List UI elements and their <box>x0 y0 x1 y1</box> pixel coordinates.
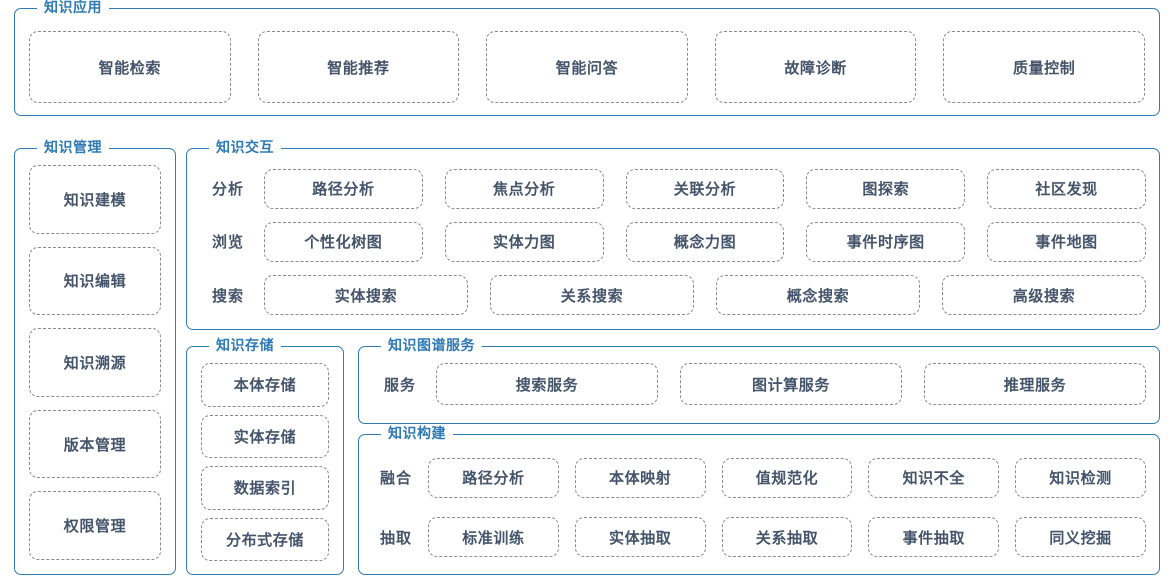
knowledge-interaction-item[interactable]: 实体搜索 <box>264 275 468 316</box>
knowledge-interaction-rows: 分析 路径分析焦点分析关联分析图探索社区发现浏览 个性化树图实体力图概念力图事件时序… <box>200 167 1146 317</box>
knowledge-interaction-row: 浏览 个性化树图实体力图概念力图事件时序图事件地图 <box>200 220 1146 263</box>
knowledge-graph-service-row: 服务 搜索服务图计算服务推理服务 <box>372 363 1146 405</box>
group-legend-knowledge-graph-service: 知识图谱服务 <box>381 336 482 354</box>
group-legend-knowledge-management: 知识管理 <box>37 138 109 156</box>
knowledge-interaction-row-items: 路径分析焦点分析关联分析图探索社区发现 <box>264 168 1146 209</box>
knowledge-application-item[interactable]: 智能推荐 <box>257 31 460 103</box>
knowledge-interaction-item[interactable]: 图探索 <box>806 168 966 209</box>
knowledge-interaction-item[interactable]: 高级搜索 <box>942 275 1146 316</box>
knowledge-interaction-item[interactable]: 事件地图 <box>987 221 1146 262</box>
knowledge-construction-item[interactable]: 本体映射 <box>574 457 706 498</box>
group-knowledge-graph-service: 知识图谱服务 服务 搜索服务图计算服务推理服务 <box>358 336 1160 424</box>
knowledge-interaction-item[interactable]: 概念搜索 <box>716 275 920 316</box>
group-legend-knowledge-construction: 知识构建 <box>381 424 453 442</box>
knowledge-interaction-item[interactable]: 概念力图 <box>625 221 785 262</box>
knowledge-interaction-row-items: 实体搜索关系搜索概念搜索高级搜索 <box>264 275 1146 316</box>
knowledge-construction-item[interactable]: 值规范化 <box>721 457 853 498</box>
knowledge-interaction-row-label: 浏览 <box>211 234 244 252</box>
knowledge-graph-service-row-label: 服务 <box>383 376 416 394</box>
knowledge-storage-item[interactable]: 实体存储 <box>201 414 329 458</box>
knowledge-interaction-row-label: 搜索 <box>211 287 244 305</box>
group-legend-knowledge-storage: 知识存储 <box>209 336 281 354</box>
knowledge-storage-item[interactable]: 数据索引 <box>201 466 329 510</box>
knowledge-storage-items: 本体存储实体存储数据索引分布式存储 <box>201 363 329 561</box>
knowledge-interaction-row-label: 分析 <box>211 181 244 199</box>
knowledge-construction-item[interactable]: 路径分析 <box>428 457 559 498</box>
knowledge-interaction-item[interactable]: 关联分析 <box>625 168 785 209</box>
knowledge-interaction-item[interactable]: 焦点分析 <box>444 168 604 209</box>
knowledge-storage-item[interactable]: 分布式存储 <box>201 517 329 561</box>
knowledge-interaction-item[interactable]: 个性化树图 <box>264 221 423 262</box>
knowledge-construction-row-items: 路径分析本体映射值规范化知识不全知识检测 <box>428 457 1146 498</box>
knowledge-graph-service-item[interactable]: 推理服务 <box>924 363 1146 405</box>
knowledge-management-item[interactable]: 知识建模 <box>29 165 161 234</box>
knowledge-storage-item[interactable]: 本体存储 <box>201 363 329 407</box>
knowledge-graph-service-item[interactable]: 图计算服务 <box>680 363 902 405</box>
knowledge-interaction-row: 搜索 实体搜索关系搜索概念搜索高级搜索 <box>200 274 1146 317</box>
group-knowledge-interaction: 知识交互 分析 路径分析焦点分析关联分析图探索社区发现浏览 个性化树图实体力图概念力… <box>186 138 1160 330</box>
knowledge-construction-row-label: 抽取 <box>379 529 412 547</box>
group-knowledge-management: 知识管理 知识建模知识编辑知识溯源版本管理权限管理 <box>14 138 176 575</box>
knowledge-management-item[interactable]: 知识编辑 <box>29 246 161 316</box>
knowledge-interaction-item[interactable]: 关系搜索 <box>490 275 694 316</box>
knowledge-interaction-item[interactable]: 实体力图 <box>444 221 604 262</box>
knowledge-construction-item[interactable]: 标准训练 <box>428 517 559 558</box>
knowledge-interaction-row: 分析 路径分析焦点分析关联分析图探索社区发现 <box>200 167 1146 210</box>
knowledge-interaction-row-items: 个性化树图实体力图概念力图事件时序图事件地图 <box>264 221 1146 262</box>
knowledge-management-item[interactable]: 版本管理 <box>29 409 161 479</box>
knowledge-application-item[interactable]: 质量控制 <box>943 31 1145 103</box>
knowledge-management-items: 知识建模知识编辑知识溯源版本管理权限管理 <box>29 165 161 560</box>
knowledge-construction-row: 抽取标准训练实体抽取关系抽取事件抽取同义挖掘 <box>372 513 1146 563</box>
knowledge-graph-service-rows: 服务 搜索服务图计算服务推理服务 <box>372 363 1146 405</box>
knowledge-interaction-item[interactable]: 事件时序图 <box>806 221 966 262</box>
knowledge-management-item[interactable]: 知识溯源 <box>29 328 161 397</box>
knowledge-construction-item[interactable]: 知识不全 <box>868 457 1000 498</box>
knowledge-construction-item[interactable]: 实体抽取 <box>574 517 706 558</box>
group-knowledge-application: 知识应用 智能检索智能推荐智能问答故障诊断质量控制 <box>14 0 1160 116</box>
knowledge-interaction-item[interactable]: 社区发现 <box>987 168 1146 209</box>
knowledge-construction-item[interactable]: 同义挖掘 <box>1015 517 1146 558</box>
knowledge-interaction-item[interactable]: 路径分析 <box>264 168 423 209</box>
knowledge-management-item[interactable]: 权限管理 <box>29 491 161 560</box>
knowledge-graph-service-item[interactable]: 搜索服务 <box>436 363 658 405</box>
knowledge-application-items: 智能检索智能推荐智能问答故障诊断质量控制 <box>29 31 1145 103</box>
group-knowledge-construction: 知识构建 融合路径分析本体映射值规范化知识不全知识检测抽取标准训练实体抽取关系抽… <box>358 424 1160 575</box>
knowledge-application-item[interactable]: 智能检索 <box>29 31 231 103</box>
group-legend-knowledge-interaction: 知识交互 <box>209 138 281 156</box>
knowledge-construction-row-items: 标准训练实体抽取关系抽取事件抽取同义挖掘 <box>428 517 1146 558</box>
knowledge-construction-item[interactable]: 知识检测 <box>1015 457 1146 498</box>
knowledge-application-item[interactable]: 智能问答 <box>486 31 688 103</box>
group-knowledge-storage: 知识存储 本体存储实体存储数据索引分布式存储 <box>186 336 344 575</box>
knowledge-construction-item[interactable]: 事件抽取 <box>868 517 1000 558</box>
knowledge-construction-row-label: 融合 <box>379 470 412 488</box>
knowledge-application-item[interactable]: 故障诊断 <box>714 31 917 103</box>
knowledge-construction-row: 融合路径分析本体映射值规范化知识不全知识检测 <box>372 453 1146 503</box>
knowledge-construction-item[interactable]: 关系抽取 <box>721 517 853 558</box>
knowledge-construction-rows: 融合路径分析本体映射值规范化知识不全知识检测抽取标准训练实体抽取关系抽取事件抽取… <box>372 453 1146 562</box>
group-legend-knowledge-application: 知识应用 <box>37 0 109 16</box>
knowledge-graph-service-row-items: 搜索服务图计算服务推理服务 <box>436 363 1146 405</box>
